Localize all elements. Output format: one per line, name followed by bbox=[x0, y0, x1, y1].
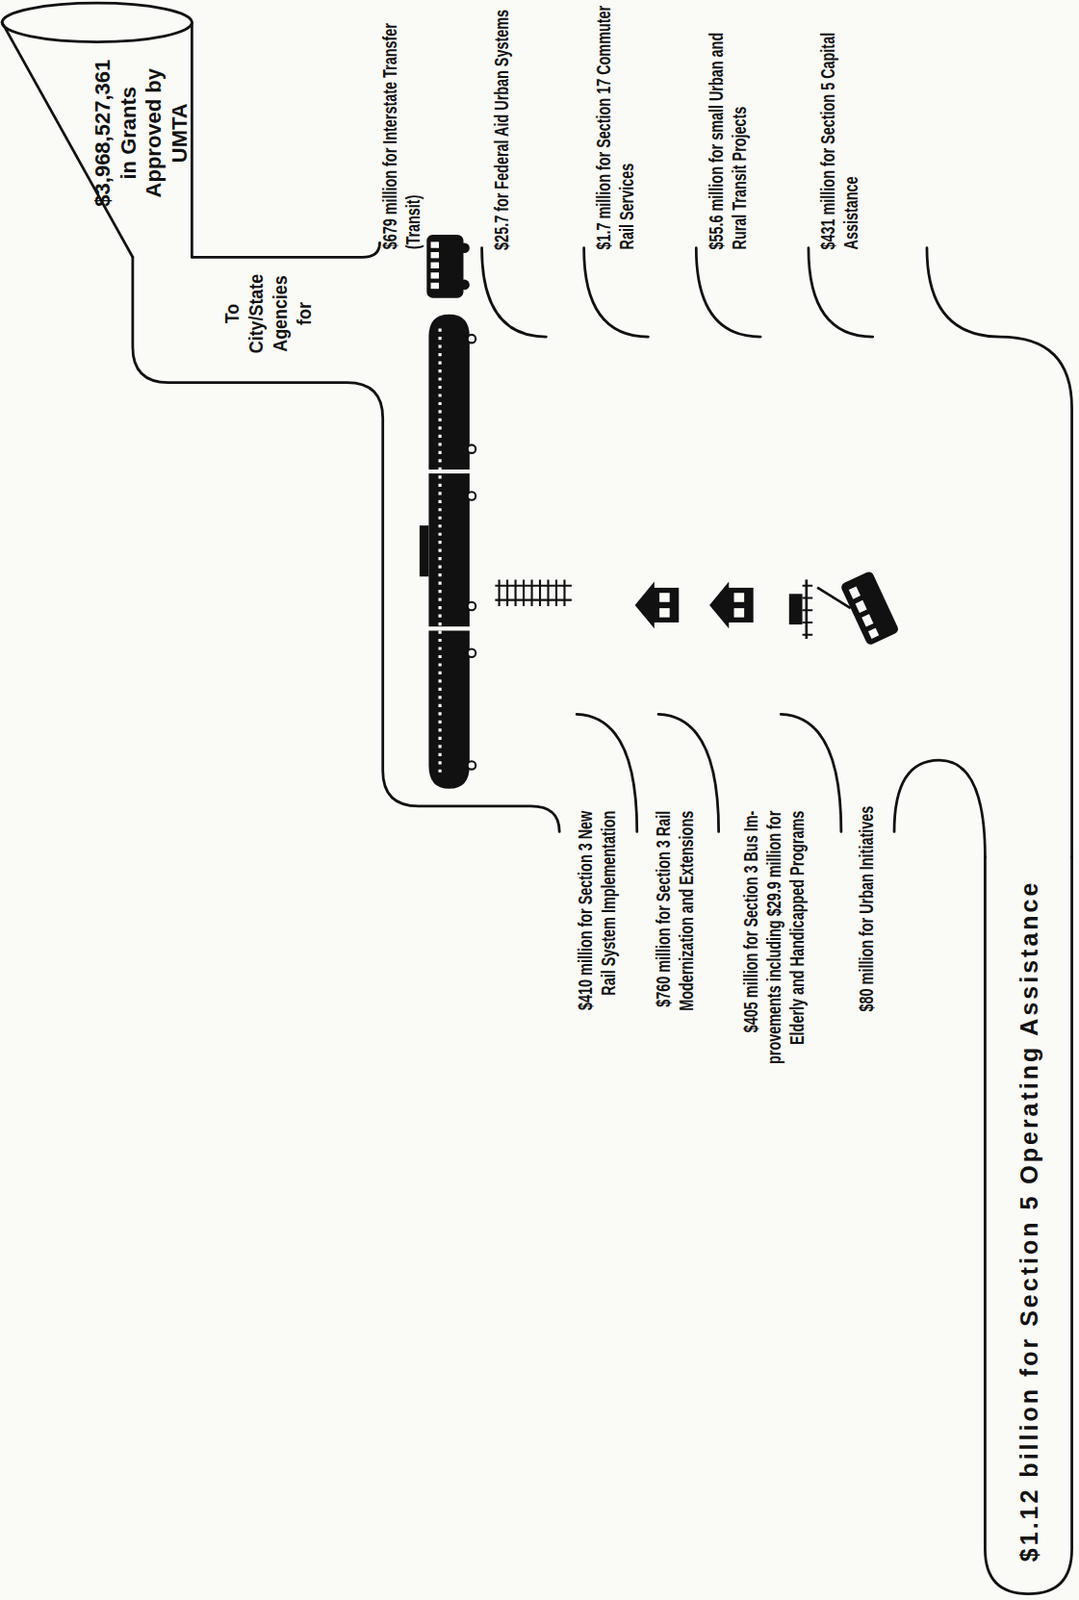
train-wheel bbox=[467, 491, 476, 500]
station-icon bbox=[635, 582, 680, 630]
node-text-frame: To City/State Agencies for bbox=[216, 267, 319, 360]
amount-label-area: $431 million for Section 5 Capital Assis… bbox=[812, 0, 866, 251]
train-pantograph bbox=[419, 525, 430, 577]
amount-label-area: $55.6 million for small Urban and Rural … bbox=[700, 0, 754, 251]
pipe-wall bbox=[926, 248, 1073, 858]
trolley-window bbox=[861, 614, 874, 627]
amount-label-area: $410 million for Section 3 New Rail Syst… bbox=[567, 811, 625, 1031]
branch-wall bbox=[894, 760, 985, 858]
amount-label: $25.7 for Federal Aid Urban Systems bbox=[490, 0, 514, 251]
pipe-wall bbox=[132, 256, 560, 832]
branch-wall bbox=[808, 248, 874, 337]
amount-label-frame: $55.6 million for small Urban and Rural … bbox=[700, 0, 754, 251]
amount-label: $55.6 million for small Urban and Rural … bbox=[703, 0, 750, 251]
node-text-area: To City/State Agencies for bbox=[216, 267, 319, 360]
amount-label-frame: $1.7 million for Section 17 Commuter Rai… bbox=[588, 0, 642, 251]
trolley-window bbox=[848, 586, 861, 599]
amount-label-frame: $760 million for Section 3 Rail Moderniz… bbox=[642, 811, 705, 1031]
train-wheel bbox=[467, 334, 476, 343]
train-wheel bbox=[467, 444, 476, 453]
rail-ties bbox=[499, 579, 566, 607]
node-text-frame: $1.12 billion for Section 5 Operating As… bbox=[988, 857, 1070, 1585]
trolley-icon bbox=[817, 564, 900, 656]
train-car bbox=[428, 473, 469, 627]
pipe-section: To City/State Agencies for bbox=[194, 256, 384, 383]
amount-label-frame: $679 million for Interstate Transfer (Tr… bbox=[377, 0, 427, 251]
amount-label: $405 million for Section 3 Bus Im- prove… bbox=[739, 811, 809, 1087]
trolley-window bbox=[868, 628, 879, 640]
bus-icon bbox=[426, 234, 470, 299]
bus-wheel bbox=[459, 280, 470, 291]
pipe-wall bbox=[191, 242, 380, 257]
trolley-window bbox=[855, 600, 868, 614]
branch-wall bbox=[695, 248, 761, 337]
bus-body bbox=[426, 234, 463, 299]
bus-window bbox=[431, 252, 439, 258]
station-body bbox=[727, 588, 754, 623]
train-wheel bbox=[467, 761, 476, 770]
rail-car bbox=[789, 593, 803, 625]
station-window bbox=[734, 592, 746, 603]
amount-label-area: $1.7 million for Section 17 Commuter Rai… bbox=[588, 0, 642, 251]
funnel-shape: $3,968,527,361 in Grants Approved by UMT… bbox=[0, 0, 200, 257]
train-wheel bbox=[467, 602, 476, 611]
amount-label: $410 million for Section 3 New Rail Syst… bbox=[572, 811, 619, 1031]
amount-label-frame: $25.7 for Federal Aid Urban Systems bbox=[486, 0, 519, 251]
amount-label-frame: $431 million for Section 5 Capital Assis… bbox=[812, 0, 866, 251]
train-windows bbox=[438, 329, 442, 779]
amount-label-frame: $405 million for Section 3 Bus Im- prove… bbox=[724, 811, 823, 1087]
amount-label: $80 million for Urban Initiatives bbox=[853, 806, 877, 1037]
node-text: $1.12 billion for Section 5 Operating As… bbox=[1013, 857, 1043, 1585]
train-icon bbox=[419, 314, 476, 790]
amount-label: $1.7 million for Section 17 Commuter Rai… bbox=[590, 0, 638, 251]
amount-label-frame: $410 million for Section 3 New Rail Syst… bbox=[567, 811, 625, 1031]
node-text: $3,968,527,361 in Grants Approved by UMT… bbox=[91, 49, 194, 217]
station-roof bbox=[709, 582, 729, 630]
node-text-area: $1.12 billion for Section 5 Operating As… bbox=[988, 857, 1070, 1585]
rail-ties bbox=[802, 586, 814, 636]
amount-label-area: $760 million for Section 3 Rail Moderniz… bbox=[642, 811, 705, 1031]
train-car bbox=[428, 314, 469, 470]
station-window bbox=[659, 608, 670, 618]
train-car bbox=[428, 630, 469, 789]
bus-window bbox=[431, 282, 439, 289]
assistance-box: $1.12 billion for Section 5 Operating As… bbox=[984, 847, 1072, 1594]
branch-wall bbox=[584, 248, 649, 337]
amount-label-area: $80 million for Urban Initiatives bbox=[847, 806, 884, 1037]
amount-label-area: $405 million for Section 3 Bus Im- prove… bbox=[724, 811, 823, 1087]
rail-car-icon bbox=[789, 579, 813, 640]
amount-label: $679 million for Interstate Transfer (Tr… bbox=[379, 0, 426, 251]
bus-window bbox=[431, 241, 439, 248]
node-text-frame: $3,968,527,361 in Grants Approved by UMT… bbox=[87, 49, 196, 217]
bus-wheel bbox=[459, 242, 470, 254]
branch-wall bbox=[482, 248, 547, 337]
funnel-rim bbox=[1, 2, 192, 42]
station-roof bbox=[635, 582, 655, 630]
amount-label: $760 million for Section 3 Rail Moderniz… bbox=[650, 811, 697, 1031]
box-outline bbox=[984, 857, 1072, 1595]
amount-label-area: $679 million for Interstate Transfer (Tr… bbox=[377, 0, 427, 251]
train-wheel bbox=[467, 649, 476, 658]
station-window bbox=[659, 592, 670, 603]
bus-window bbox=[431, 262, 439, 269]
amount-label-frame: $80 million for Urban Initiatives bbox=[847, 806, 884, 1037]
station-body bbox=[653, 588, 680, 623]
station-window bbox=[734, 608, 746, 618]
amount-label-area: $25.7 for Federal Aid Urban Systems bbox=[486, 0, 519, 251]
station-icon bbox=[709, 582, 754, 630]
node-text-area: $3,968,527,361 in Grants Approved by UMT… bbox=[87, 49, 196, 217]
amount-label: $431 million for Section 5 Capital Assis… bbox=[816, 0, 863, 251]
node-text: To City/State Agencies for bbox=[218, 267, 316, 360]
track-icon bbox=[494, 579, 572, 607]
bus-window bbox=[431, 272, 439, 279]
trolley-pole bbox=[817, 578, 851, 617]
